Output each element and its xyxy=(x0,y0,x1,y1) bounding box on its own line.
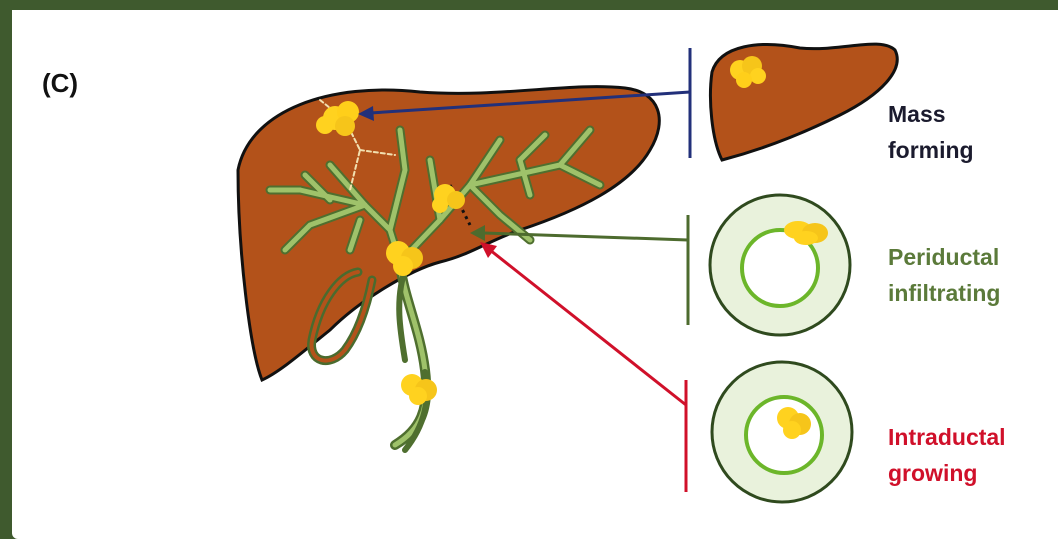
mass-forming-liver xyxy=(710,44,897,160)
common-bile-duct xyxy=(395,265,427,450)
periductal-line2: infiltrating xyxy=(888,280,1000,306)
periductal-line1: Periductal xyxy=(888,244,999,270)
intraductal-arrowhead xyxy=(480,242,497,258)
intraductal-line1: Intraductal xyxy=(888,424,1006,450)
tumor-extrahepatic xyxy=(401,374,437,405)
panel-label: (C) xyxy=(42,68,78,98)
intraductal-line2: growing xyxy=(888,460,977,486)
main-liver xyxy=(238,87,659,450)
intraductal-cross-section xyxy=(712,362,852,502)
mass-forming-line2: forming xyxy=(888,137,974,163)
mass-forming-line1: Mass xyxy=(888,101,946,127)
periductal-cross-section xyxy=(710,195,850,335)
intraductal-connector xyxy=(480,242,686,492)
label-mass-forming: Mass forming xyxy=(888,101,974,163)
label-intraductal: Intraductal growing xyxy=(888,424,1006,486)
label-periductal: Periductal infiltrating xyxy=(888,244,1000,306)
